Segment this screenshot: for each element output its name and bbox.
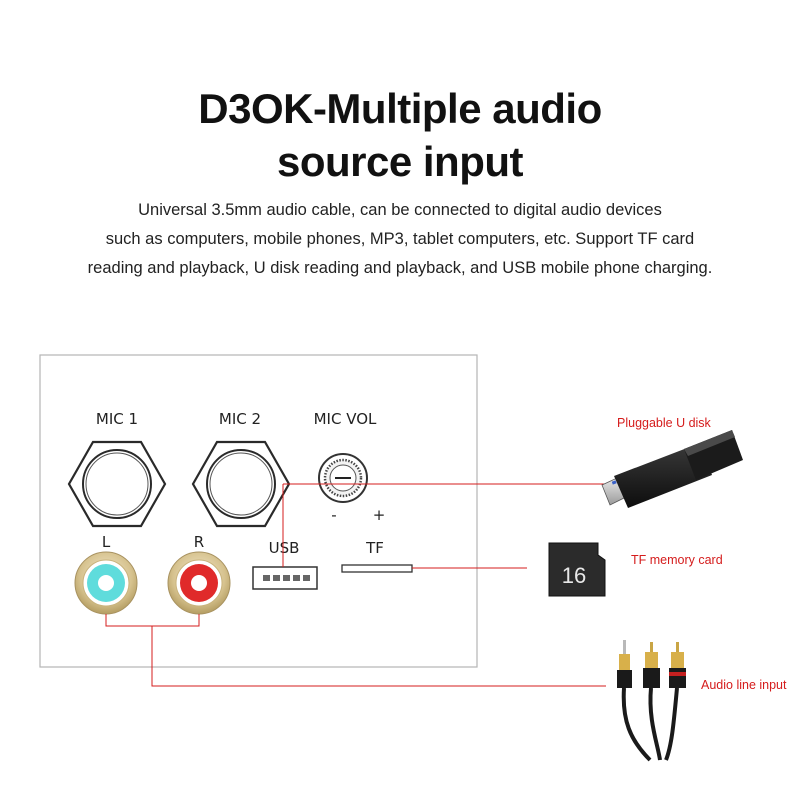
description-line-1: Universal 3.5mm audio cable, can be conn… <box>138 201 662 219</box>
rca-right-jack <box>167 551 231 615</box>
mic1-jack <box>67 440 167 528</box>
description-line-3: reading and playback, U disk reading and… <box>87 259 713 277</box>
left-channel-label: L <box>102 533 111 551</box>
audio-line-callout-label: Audio line input <box>701 678 787 692</box>
tf-card-image <box>548 542 606 597</box>
page-title-line-2: source input <box>276 138 524 185</box>
mic2-jack <box>191 440 291 528</box>
mic-vol-minus: - <box>331 506 336 524</box>
tf-callout-label: TF memory card <box>631 553 723 567</box>
rca-left-jack <box>74 551 138 615</box>
page-title-line-1: D3OK-Multiple audio <box>198 85 602 132</box>
tf-label: TF <box>365 539 384 557</box>
audio-cable-image <box>617 640 686 762</box>
description-line-2: such as computers, mobile phones, MP3, t… <box>105 230 695 248</box>
udisk-callout-label: Pluggable U disk <box>617 416 712 430</box>
right-channel-label: R <box>194 533 204 551</box>
usb-label: USB <box>269 539 300 557</box>
tf-slot <box>341 564 413 573</box>
mic-vol-knob <box>318 453 368 503</box>
mic2-label: MIC 2 <box>219 410 261 428</box>
usb-flash-drive-image <box>601 430 743 508</box>
mic-vol-plus: + <box>373 506 386 524</box>
mic-vol-label: MIC VOL <box>314 410 377 428</box>
connector-lines <box>105 483 607 687</box>
tf-card-capacity: 16 <box>562 563 586 588</box>
usb-port <box>252 566 318 590</box>
mic1-label: MIC 1 <box>96 410 138 428</box>
